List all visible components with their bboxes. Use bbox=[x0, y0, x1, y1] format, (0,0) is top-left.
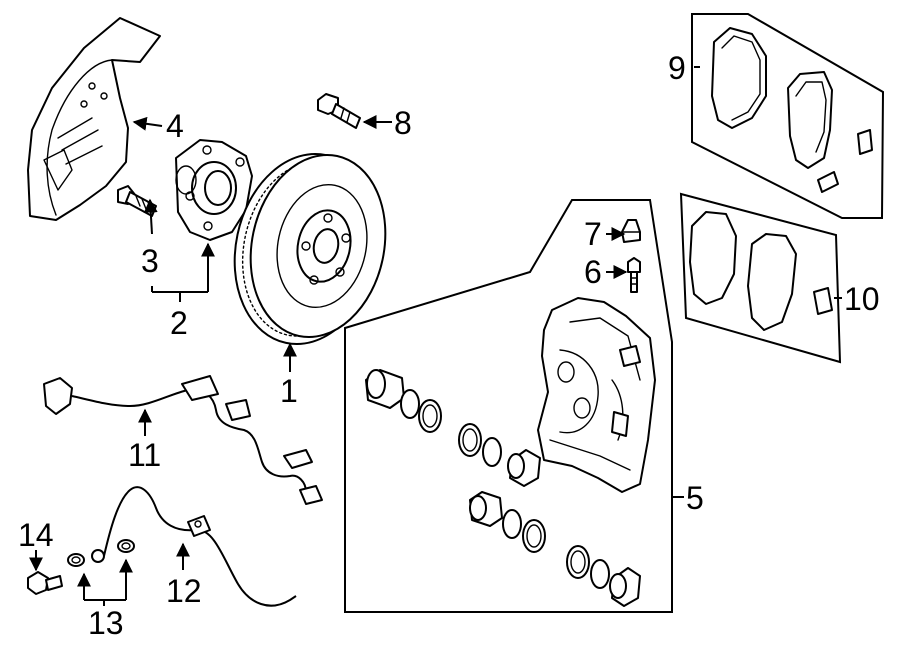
callout-8: 8 bbox=[394, 105, 412, 141]
hose-washers bbox=[67, 539, 135, 567]
callout-5: 5 bbox=[686, 480, 704, 516]
piston-set-bottom bbox=[566, 545, 641, 607]
piston-set-lower bbox=[469, 491, 546, 553]
brake-rotor bbox=[233, 152, 387, 346]
brake-pads-9 bbox=[711, 27, 873, 193]
callout-12: 12 bbox=[166, 573, 202, 609]
callout-3: 3 bbox=[141, 243, 159, 279]
bleeder-screw bbox=[627, 257, 641, 293]
abs-sensor-wire bbox=[43, 375, 323, 505]
leader-lines bbox=[29, 66, 842, 606]
brake-hose bbox=[91, 486, 297, 607]
callout-2: 2 bbox=[170, 305, 188, 341]
piston-set-middle bbox=[458, 423, 541, 487]
brake-pads-10 bbox=[689, 211, 833, 331]
piston-set-upper bbox=[365, 369, 442, 433]
callout-7: 7 bbox=[584, 216, 602, 252]
callout-4: 4 bbox=[166, 108, 184, 144]
callout-13: 13 bbox=[88, 605, 124, 641]
banjo-bolt bbox=[27, 571, 63, 595]
callout-14: 14 bbox=[18, 517, 54, 553]
callout-6: 6 bbox=[584, 254, 602, 290]
caliper-bolt bbox=[317, 93, 361, 129]
callout-1: 1 bbox=[280, 373, 298, 409]
callout-10: 10 bbox=[844, 281, 880, 317]
callout-11: 11 bbox=[128, 437, 161, 473]
wheel-hub bbox=[175, 139, 253, 241]
callout-9: 9 bbox=[668, 50, 686, 86]
brake-caliper bbox=[537, 297, 656, 493]
dust-shield bbox=[27, 17, 161, 221]
